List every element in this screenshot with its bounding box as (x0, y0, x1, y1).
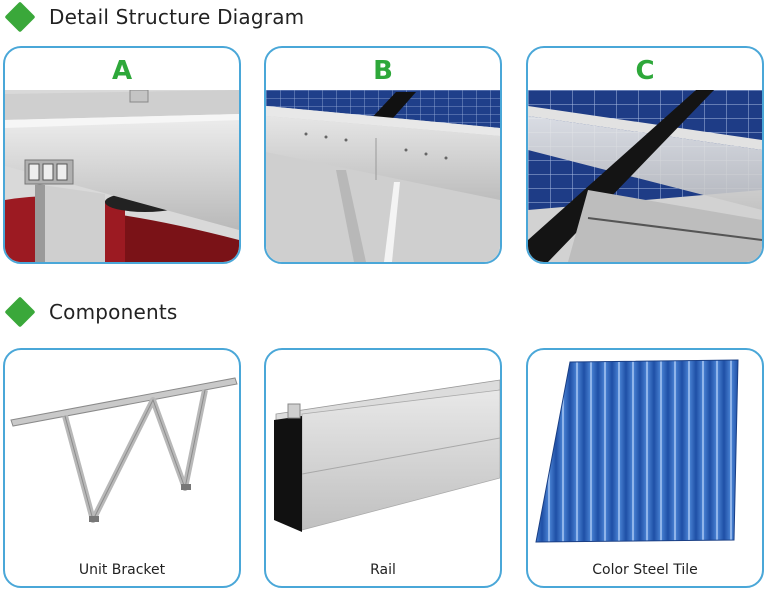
card-label: C (635, 56, 655, 86)
component-caption: Rail (370, 562, 396, 578)
detail-card-c: C (526, 46, 764, 264)
section-title-text: Components (49, 300, 178, 324)
component-caption: Unit Bracket (78, 562, 166, 578)
detail-card-a: A (3, 46, 241, 264)
green-diamond-icon (4, 296, 36, 328)
rail-image (274, 379, 500, 532)
card-label: A (111, 56, 133, 86)
unit-bracket-image (10, 377, 238, 523)
color-steel-tile-image (535, 359, 739, 543)
section-title-components: Components (0, 296, 178, 328)
detail-b-image (266, 90, 500, 262)
component-card-unit-bracket: Unit Bracket (3, 348, 241, 588)
section-title-detail: Detail Structure Diagram (0, 1, 305, 33)
detail-card-b: B (264, 46, 502, 264)
section-title-text: Detail Structure Diagram (49, 5, 305, 29)
component-card-color-steel-tile: Color Steel Tile (526, 348, 764, 588)
component-card-rail: Rail (264, 348, 502, 588)
card-label: B (373, 56, 393, 86)
detail-a-image (5, 90, 239, 262)
detail-c-image (528, 90, 762, 262)
component-caption: Color Steel Tile (592, 562, 698, 578)
green-diamond-icon (4, 1, 36, 33)
